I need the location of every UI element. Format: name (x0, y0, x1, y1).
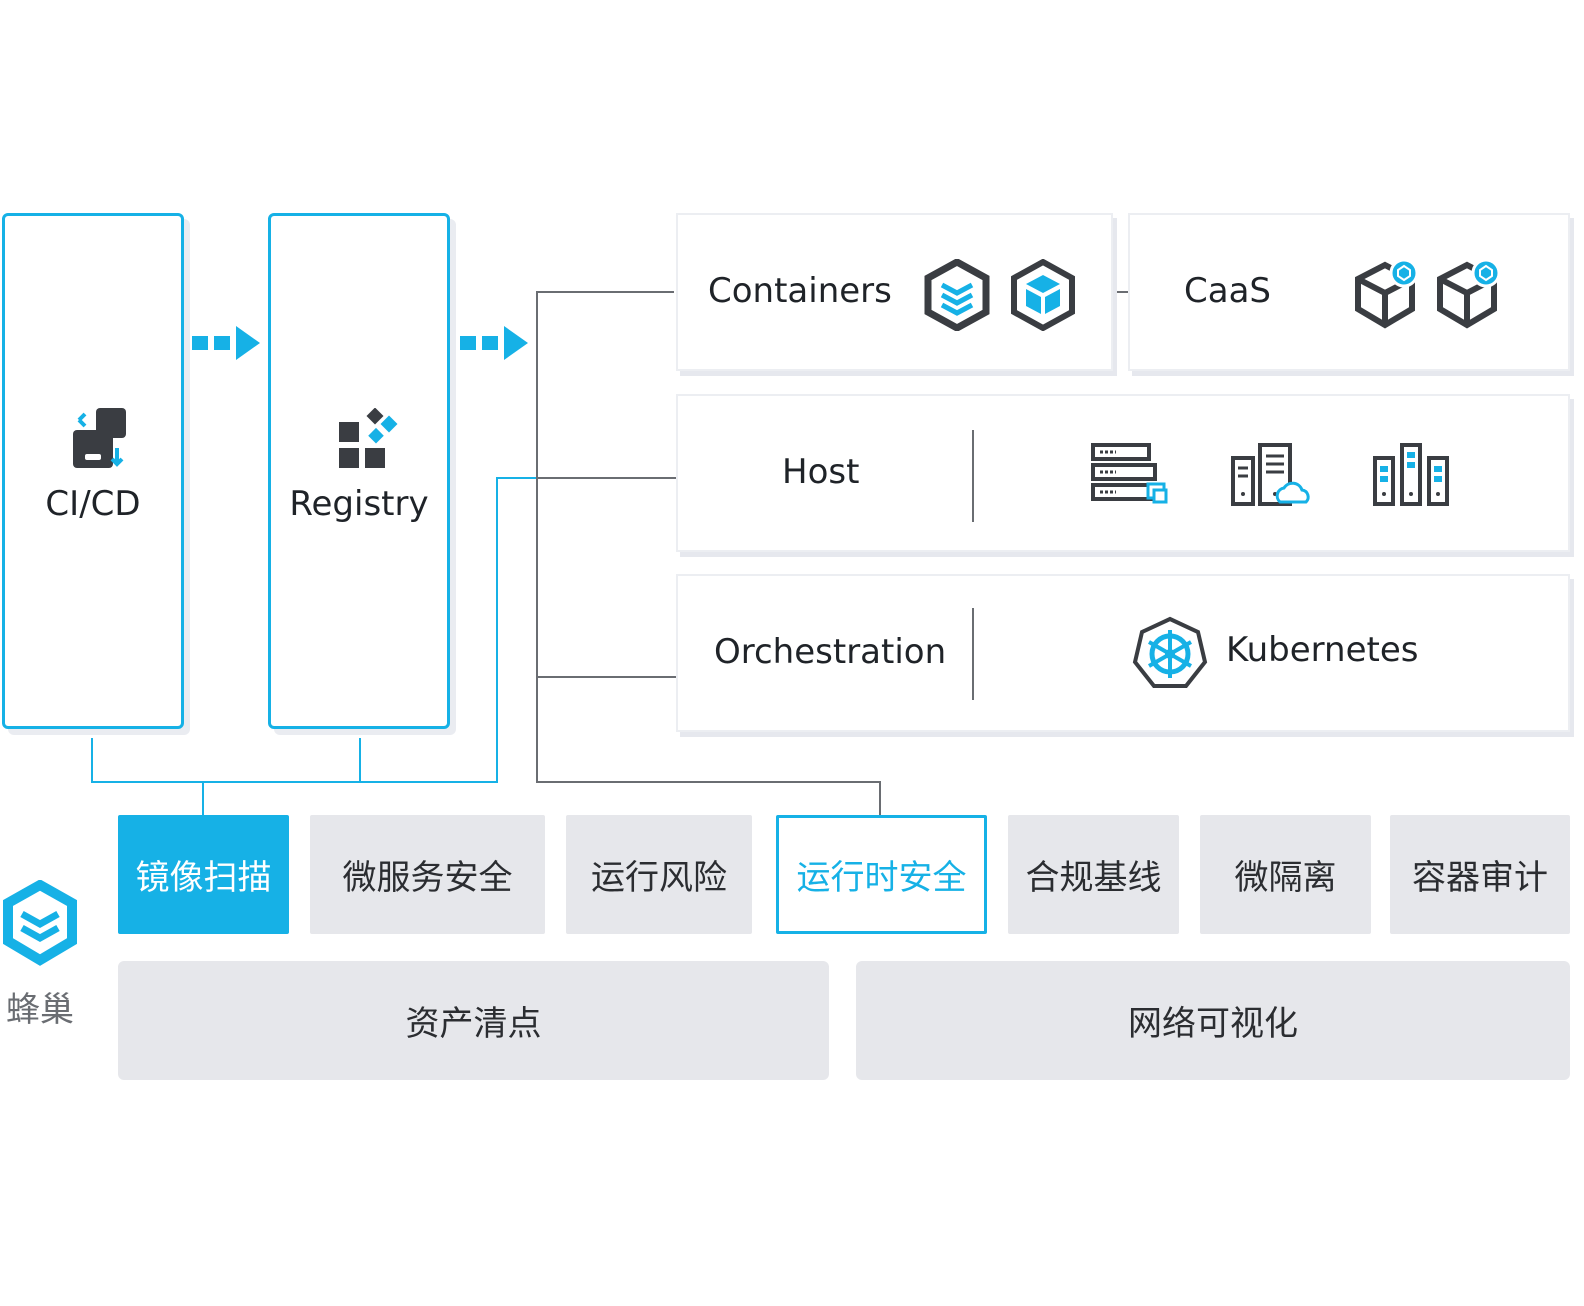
feature-container-audit[interactable]: 容器审计 (1390, 815, 1570, 934)
cube-badge-icon (1437, 258, 1501, 329)
server-cloud-icon (1231, 443, 1310, 506)
cicd-icon (73, 408, 126, 468)
caas-panel: CaaS (1128, 213, 1570, 371)
flow-arrow-icon (192, 326, 260, 360)
feature-microservice-security[interactable]: 微服务安全 (310, 815, 545, 934)
fengchao-logo-icon (3, 880, 77, 966)
server-cluster-icon (1373, 443, 1449, 506)
divider (972, 608, 974, 700)
divider (972, 430, 974, 522)
host-label: Host (782, 452, 860, 492)
layers-hex-icon (924, 259, 990, 331)
feature-image-scan[interactable]: 镜像扫描 (118, 815, 289, 934)
cicd-label: CI/CD (45, 484, 141, 524)
caas-label: CaaS (1184, 271, 1271, 311)
feature-runtime-risk[interactable]: 运行风险 (566, 815, 752, 934)
feature-runtime-security[interactable]: 运行时安全 (776, 815, 987, 934)
registry-icon (339, 408, 398, 468)
flow-arrow-icon (460, 326, 528, 360)
orchestration-label: Orchestration (714, 632, 947, 672)
cicd-box: CI/CD (2, 213, 184, 729)
cube-icon (1011, 259, 1075, 331)
containers-label: Containers (708, 271, 892, 311)
orchestration-panel: Orchestration Kubernetes (676, 574, 1570, 732)
feature-asset-inventory[interactable]: 资产清点 (118, 961, 829, 1080)
containers-panel: Containers (676, 213, 1113, 371)
server-rack-icon (1091, 443, 1168, 504)
feature-network-visualization[interactable]: 网络可视化 (856, 961, 1570, 1080)
feature-compliance-baseline[interactable]: 合规基线 (1008, 815, 1179, 934)
cube-badge-icon (1355, 258, 1419, 329)
feature-micro-segmentation[interactable]: 微隔离 (1200, 815, 1371, 934)
registry-box: Registry (268, 213, 450, 729)
kubernetes-label: Kubernetes (1226, 630, 1419, 670)
brand-name: 蜂巢 (6, 990, 74, 1030)
host-panel: Host (676, 394, 1570, 552)
registry-label: Registry (289, 484, 429, 524)
kubernetes-icon (1132, 616, 1208, 688)
